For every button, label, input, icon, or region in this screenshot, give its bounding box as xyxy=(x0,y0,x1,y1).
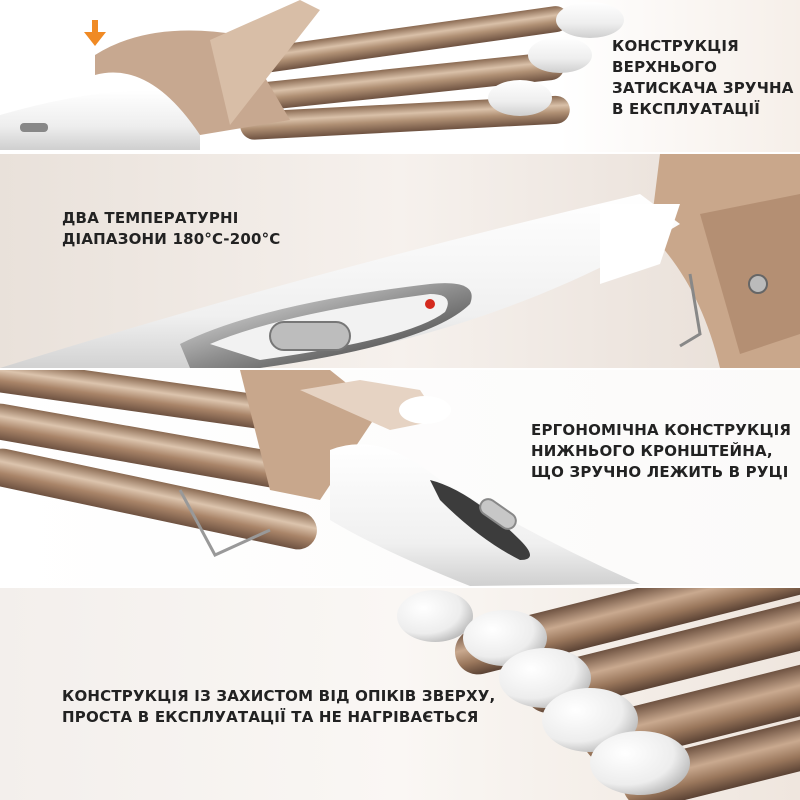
temperature-illustration xyxy=(0,154,800,368)
lower-bracket-illustration xyxy=(0,370,800,586)
caption-line: НИЖНЬОГО КРОНШТЕЙНА, xyxy=(531,442,773,460)
burn-protection-caption: КОНСТРУКЦІЯ ІЗ ЗАХИСТОМ ВІД ОПІКІВ ЗВЕРХ… xyxy=(62,686,495,728)
panel-lower-bracket: ЕРГОНОМІЧНА КОНСТРУКЦІЯ НИЖНЬОГО КРОНШТЕ… xyxy=(0,370,800,586)
caption-line: ДВА ТЕМПЕРАТУРНІ xyxy=(62,209,239,227)
panel-temperature: ДВА ТЕМПЕРАТУРНІ ДІАПАЗОНИ 180°С-200°С xyxy=(0,154,800,368)
down-arrow-icon xyxy=(84,20,106,46)
caption-line: ЗАТИСКАЧА ЗРУЧНА xyxy=(612,79,794,97)
caption-line: ПРОСТА В ЕКСПЛУАТАЦІЇ ТА НЕ НАГРІВАЄТЬСЯ xyxy=(62,708,479,726)
caption-line: ВЕРХНЬОГО xyxy=(612,58,718,76)
panel-divider xyxy=(0,368,800,370)
temperature-caption: ДВА ТЕМПЕРАТУРНІ ДІАПАЗОНИ 180°С-200°С xyxy=(62,208,281,250)
caption-line: В ЕКСПЛУАТАЦІЇ xyxy=(612,100,761,118)
caption-line: ЩО ЗРУЧНО ЛЕЖИТЬ В РУЦІ xyxy=(531,463,789,481)
panel-divider xyxy=(0,152,800,154)
panel-upper-clamp: КОНСТРУКЦІЯ ВЕРХНЬОГО ЗАТИСКАЧА ЗРУЧНА В… xyxy=(0,0,800,152)
upper-clamp-caption: КОНСТРУКЦІЯ ВЕРХНЬОГО ЗАТИСКАЧА ЗРУЧНА В… xyxy=(612,36,794,120)
panel-divider xyxy=(0,586,800,588)
indicator-light-icon xyxy=(425,299,435,309)
panel-burn-protection: КОНСТРУКЦІЯ ІЗ ЗАХИСТОМ ВІД ОПІКІВ ЗВЕРХ… xyxy=(0,588,800,800)
burn-protection-illustration xyxy=(0,588,800,800)
lower-bracket-caption: ЕРГОНОМІЧНА КОНСТРУКЦІЯ НИЖНЬОГО КРОНШТЕ… xyxy=(531,420,791,483)
switch-icon xyxy=(269,321,351,351)
caption-line: КОНСТРУКЦІЯ xyxy=(612,37,739,55)
caption-line: КОНСТРУКЦІЯ ІЗ ЗАХИСТОМ ВІД ОПІКІВ ЗВЕРХ… xyxy=(62,687,496,705)
caption-line: ДІАПАЗОНИ 180°С-200°С xyxy=(62,230,281,248)
caption-line: ЕРГОНОМІЧНА КОНСТРУКЦІЯ xyxy=(531,421,792,439)
upper-clamp-illustration xyxy=(0,0,800,152)
